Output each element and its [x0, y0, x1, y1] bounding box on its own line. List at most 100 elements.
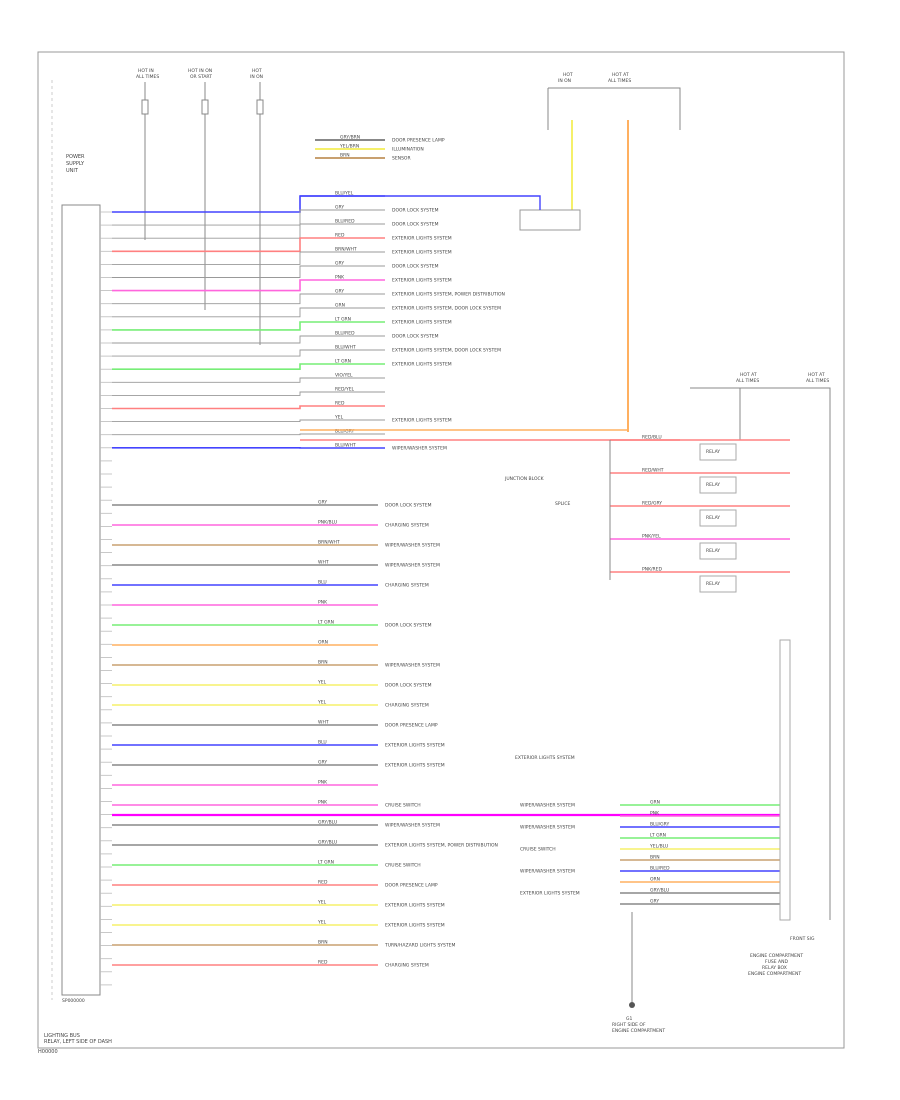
relay-label-4: RELAY	[706, 581, 720, 587]
mid-wire-12	[112, 363, 385, 370]
br-wire-label-1: PNK	[650, 811, 660, 817]
relay-label-0: RELAY	[706, 449, 720, 455]
mid-wire-label-2: BLU/RED	[335, 219, 355, 225]
mid-wire-6	[112, 279, 385, 292]
relay-wire-label-4: PNK/RED	[642, 567, 663, 573]
relay-wire-label-1: RED/WHT	[642, 468, 664, 474]
lower-conn-label-9: DOOR LOCK SYSTEM	[385, 683, 432, 689]
mid-wire-label-9: LT GRN	[335, 317, 351, 323]
mid-wire-label-3: RED	[335, 233, 345, 239]
right-bus	[690, 387, 831, 920]
relay-box-1	[699, 476, 737, 494]
mid-conn-label-1: DOOR LOCK SYSTEM	[392, 208, 439, 214]
mid-wire-label-4: BRN/WHT	[335, 247, 357, 253]
br-wire-label-3: LT GRN	[650, 833, 666, 839]
lower-wire-label-12: BLU	[318, 740, 327, 746]
mid-wire-1	[112, 209, 385, 226]
top-fuses: HOT IN ALL TIMES HOT IN ON OR START HOT …	[136, 68, 264, 345]
relay-box-3	[699, 542, 737, 560]
mid-wire-10	[112, 335, 385, 344]
top-fuse-0-sub: ALL TIMES	[136, 74, 159, 80]
top-fuse-2-sub: IN ON	[250, 74, 263, 80]
title-line1: LIGHTING BUS	[44, 1033, 80, 1039]
mid-wire-4	[112, 251, 385, 265]
mid-wire-label-7: GRY	[335, 289, 344, 295]
br-conn-label-8: EXTERIOR LIGHTS SYSTEM	[520, 891, 580, 897]
mid-conn-label-10: DOOR LOCK SYSTEM	[392, 334, 439, 340]
lower-wire-label-22: BRN	[318, 940, 328, 946]
tr-fuse-1-label: HOT AT	[612, 72, 629, 78]
mid-wire-14	[112, 391, 385, 396]
mid-wire-label-1: GRY	[335, 205, 344, 211]
module-pins	[100, 211, 112, 986]
mid-conn-label-5: DOOR LOCK SYSTEM	[392, 264, 439, 270]
lower-conn-label-4: CHARGING SYSTEM	[385, 583, 429, 589]
module-bottom-label: SP000000	[62, 998, 85, 1004]
lower-conn-label-1: CHARGING SYSTEM	[385, 523, 429, 529]
top-fuse-1-sub: OR START	[190, 74, 212, 80]
br-wire-label-9: GRY	[650, 899, 659, 905]
lower-conn-label-0: DOOR LOCK SYSTEM	[385, 503, 432, 509]
top-conn-label-2: SENSOR	[392, 156, 411, 162]
module-sub2: UNIT	[66, 168, 79, 174]
mid-wire-label-17: BLU/GRY	[335, 429, 355, 435]
lower-wire-label-1: PNK/BLU	[318, 520, 337, 526]
top-conn-wire-label-1: YEL/BRN	[339, 144, 359, 150]
lower-conn-label-21: EXTERIOR LIGHTS SYSTEM	[385, 923, 445, 929]
mid-wire-label-16: YEL	[334, 415, 344, 421]
module-sub: SUPPLY	[66, 161, 85, 167]
mid-wire-label-18: BLU/WHT	[335, 443, 356, 449]
top-conn-wire-label-0: GRY/BRN	[340, 135, 360, 141]
mid-wire-label-8: GRN	[335, 303, 345, 309]
fuse-1-icon	[201, 99, 209, 115]
r-fuse-0-label: HOT AT	[740, 372, 757, 378]
tr-fuse-1-sub: ALL TIMES	[608, 78, 631, 84]
mid-wire-17	[112, 433, 385, 436]
br-wire-label-6: BLU/RED	[650, 866, 670, 872]
lower-conn-label-12: EXTERIOR LIGHTS SYSTEM	[385, 743, 445, 749]
relay-box-4	[699, 575, 737, 593]
br-conn-label-6: WIPER/WASHER SYSTEM	[520, 869, 575, 875]
r-fuse-1-label: HOT AT	[808, 372, 825, 378]
mid-wire-label-12: LT GRN	[335, 359, 351, 365]
br-conn-label-0: WIPER/WASHER SYSTEM	[520, 803, 575, 809]
lower-wire-label-2: BRN/WHT	[318, 540, 340, 546]
lower-wire-label-20: YEL	[317, 900, 327, 906]
lower-wire-label-15: PNK	[318, 800, 328, 806]
tr-fuse-0-sub: IN ON	[558, 78, 571, 84]
relay-label-2: RELAY	[706, 515, 720, 521]
relay-wire-label-2: RED/GRY	[642, 501, 662, 507]
lower-conn-label-15: CRUISE SWITCH	[385, 803, 421, 809]
br-box-0: ENGINE COMPARTMENT	[750, 953, 803, 959]
lower-wire-label-21: YEL	[317, 920, 327, 926]
mid-conn-label-4: EXTERIOR LIGHTS SYSTEM	[392, 250, 452, 256]
lower-conn-label-20: EXTERIOR LIGHTS SYSTEM	[385, 903, 445, 909]
br-wire-label-4: YEL/BLU	[649, 844, 668, 850]
mid-wire-8	[112, 307, 385, 318]
mid-conn-label-16: EXTERIOR LIGHTS SYSTEM	[392, 418, 452, 424]
relay-label-1: RELAY	[706, 482, 720, 488]
fuse-0-icon	[141, 99, 149, 115]
relay-label-3: RELAY	[706, 548, 720, 554]
mid-conn-label-7: EXTERIOR LIGHTS SYSTEM, POWER DISTRIBUTI…	[392, 292, 505, 298]
diagram-frame	[37, 51, 845, 1049]
module-box	[61, 204, 101, 996]
title-line2: RELAY, LEFT SIDE OF DASH	[44, 1039, 112, 1045]
mid-wire-9	[112, 321, 385, 331]
br-box-1: FUSE AND	[765, 959, 788, 965]
lower-conn-label-13: EXTERIOR LIGHTS SYSTEM	[385, 763, 445, 769]
br-wire-label-7: ORN	[650, 877, 660, 883]
br-conn-label-2: WIPER/WASHER SYSTEM	[520, 825, 575, 831]
mid-conn-label-12: EXTERIOR LIGHTS SYSTEM	[392, 362, 452, 368]
lower-conn-label-18: CRUISE SWITCH	[385, 863, 421, 869]
lower-wire-label-14: PNK	[318, 780, 328, 786]
top-fuse-0-label: HOT IN	[138, 68, 154, 74]
mid-conn-label-8: EXTERIOR LIGHTS SYSTEM, DOOR LOCK SYSTEM	[392, 306, 501, 312]
r-fuse-0-sub: ALL TIMES	[736, 378, 759, 384]
top-conn-label-0: DOOR PRESENCE LAMP	[392, 138, 445, 144]
mid-wire-label-6: PNK	[335, 275, 345, 281]
ground-icon	[629, 1002, 635, 1008]
right-side-block: RED/BLURELAYRED/WHTRELAYRED/GRYRELAYPNK/…	[520, 435, 791, 921]
junction-label: JUNCTION BLOCK	[504, 476, 545, 482]
lower-wire-label-0: GRY	[318, 500, 327, 506]
